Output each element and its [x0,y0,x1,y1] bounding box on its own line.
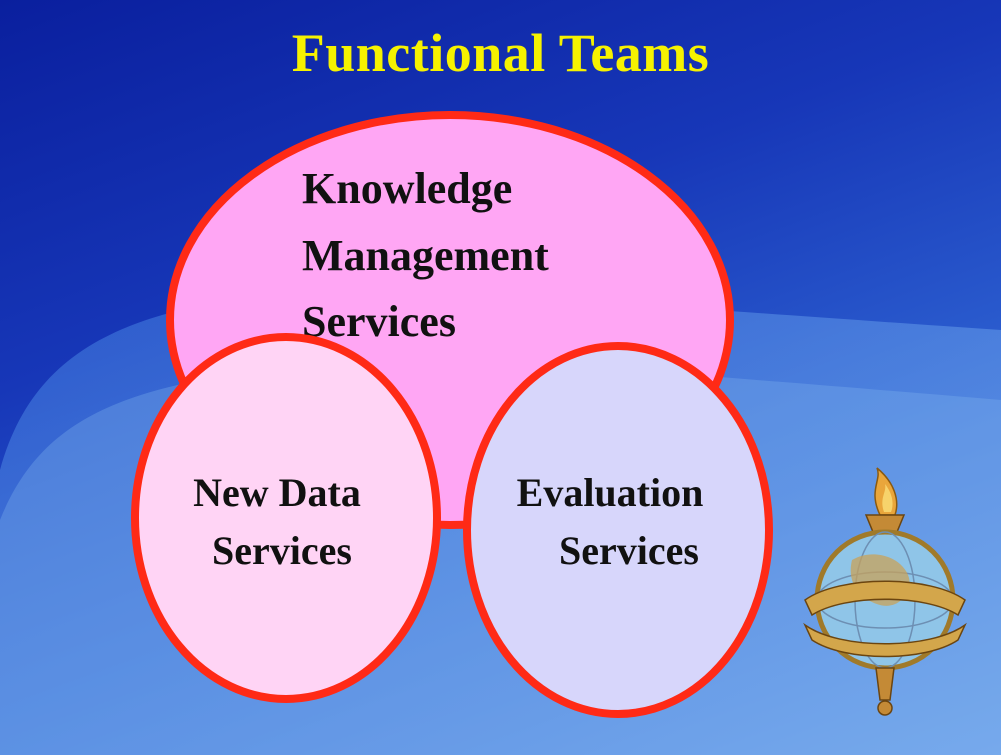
slide-title: Functional Teams [291,23,710,83]
new-data-label: New Data Services [193,470,371,573]
evaluation-line-1: Evaluation [517,470,704,515]
knowledge-line-1: Knowledge [302,164,512,213]
knowledge-label: Knowledge Management Services [302,164,560,346]
evaluation-line-2: Services [559,528,699,573]
globe-torch-emblem-icon [803,467,967,716]
new-data-line-2: Services [212,528,352,573]
knowledge-line-2: Management [302,231,549,280]
evaluation-label: Evaluation Services [517,470,714,573]
new-data-line-1: New Data [193,470,361,515]
knowledge-line-3: Services [302,297,456,346]
new-data-services-ellipse [131,333,441,703]
evaluation-services-ellipse [463,342,773,718]
